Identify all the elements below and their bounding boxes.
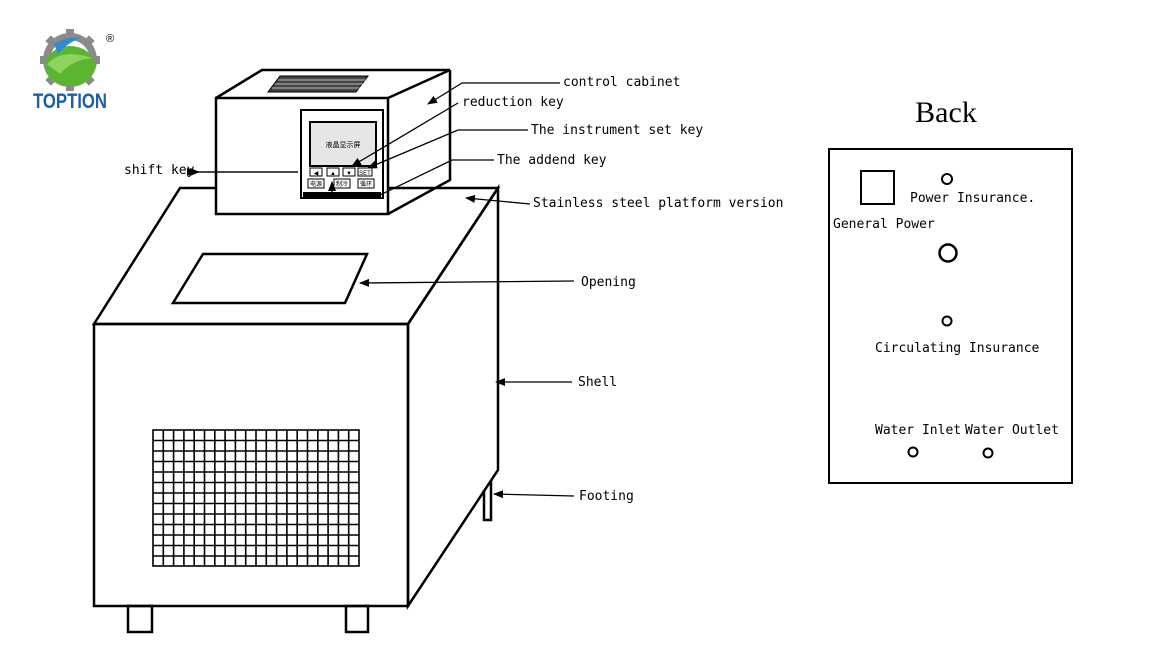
registered-mark: ®: [106, 33, 114, 45]
control-panel: 液晶显示屏 ◀ ▲ ▼ SET 电源 制冷 循环: [300, 109, 384, 199]
label-water-outlet: Water Outlet: [965, 423, 1059, 438]
brand-name: TOPTION: [33, 90, 107, 113]
label-circulating-insurance: Circulating Insurance: [875, 341, 1040, 356]
circulating-insurance-fuse[interactable]: [941, 315, 953, 327]
power-socket[interactable]: [938, 243, 958, 263]
addend-key[interactable]: [326, 167, 340, 177]
power-insurance-fuse[interactable]: [941, 173, 953, 185]
label-power-insurance: Power Insurance.: [910, 191, 1035, 206]
toption-logo: ® TOPTION: [33, 29, 114, 113]
control-cabinet-side: [387, 70, 452, 216]
machine-front-view: [91, 183, 501, 634]
label-control-cabinet: control cabinet: [563, 75, 680, 90]
addend-key-leader: [377, 159, 494, 197]
platform-leader: [465, 194, 531, 205]
addend-key-glyph: ▲: [330, 171, 336, 177]
set-key-label: SET: [359, 171, 371, 177]
label-reduction-key: reduction key: [462, 95, 564, 110]
reduction-key-leader: [351, 102, 459, 167]
circulate-key[interactable]: [357, 178, 375, 189]
lcd-display-label: 液晶显示屏: [326, 140, 361, 149]
back-panel: [828, 148, 1073, 484]
footing-leader: [493, 490, 575, 499]
control-cabinet-leader: [427, 82, 560, 105]
label-shell: Shell: [578, 375, 617, 390]
front-right-foot: [344, 604, 370, 634]
water-inlet-port: [907, 446, 919, 458]
shell-front-face: [92, 322, 410, 608]
label-addend-key: The addend key: [497, 153, 607, 168]
shift-key-glyph: ◀: [314, 171, 319, 177]
label-instrument-set-key: The instrument set key: [531, 123, 703, 138]
back-view: Back Power Insurance. General Power Circ…: [828, 96, 1073, 484]
leader-lines: [187, 82, 575, 499]
back-view-title: Back: [915, 96, 977, 129]
label-opening: Opening: [581, 275, 636, 290]
label-water-inlet: Water Inlet: [875, 423, 961, 438]
power-key[interactable]: [307, 178, 325, 189]
opening-leader: [359, 278, 575, 287]
vent-grille: [152, 429, 360, 567]
rear-foot: [482, 480, 493, 522]
control-cabinet-top: [215, 68, 451, 100]
shift-key-arrow: [190, 168, 200, 176]
leaf-icon: [45, 37, 95, 86]
front-left-foot: [126, 604, 154, 634]
label-platform: Stainless steel platform version: [533, 196, 783, 211]
circulate-key-label: 循环: [360, 180, 372, 188]
cabinet-top-vent: [267, 75, 369, 93]
shell-side-face: [406, 183, 500, 611]
label-general-power: General Power: [833, 217, 935, 232]
label-shift-key: shift key: [124, 163, 195, 178]
power-key-label: 电源: [310, 180, 322, 188]
set-key[interactable]: [357, 167, 373, 177]
reduction-key-glyph: ▼: [346, 171, 352, 177]
shift-key[interactable]: [309, 167, 323, 177]
water-outlet-port: [982, 447, 994, 459]
addend-key-leader-end: [328, 181, 378, 197]
opening-outline: [170, 252, 369, 305]
label-footing: Footing: [579, 489, 634, 504]
general-power-switch[interactable]: [860, 170, 895, 205]
instrument-set-key-leader: [367, 129, 528, 169]
cool-key-label: 制冷: [336, 180, 348, 188]
front-labels: control cabinet reduction key The instru…: [124, 75, 783, 504]
reduction-key[interactable]: [342, 167, 356, 177]
